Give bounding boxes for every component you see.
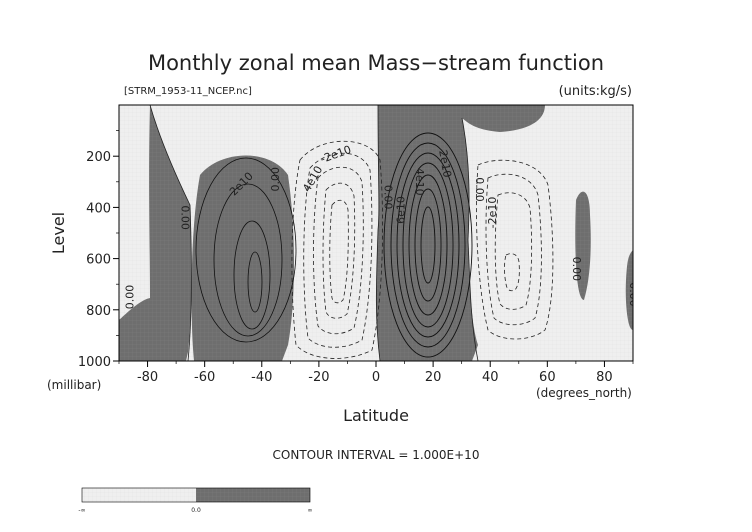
positive-contour <box>402 162 454 328</box>
negative-contours-north <box>476 159 554 340</box>
contour-label: 2e10 <box>436 149 454 179</box>
contour-label: 0.00 <box>473 177 486 202</box>
contour-label: 0.00 <box>381 185 394 210</box>
y-tick-label: 400 <box>86 201 111 216</box>
x-axis: -80 -60 -40 -20 0 20 40 60 80 <box>118 361 634 385</box>
x-tick-label: 80 <box>596 370 613 385</box>
colorbar-frame <box>81 487 311 503</box>
colorbar: -∞ 0.0 ∞ <box>78 487 313 514</box>
negative-contours-south <box>291 141 383 359</box>
y-tick-label: 200 <box>86 150 111 165</box>
y-tick-label: 600 <box>86 253 111 268</box>
y-axis-title: Level <box>49 212 68 254</box>
x-tick-label: -40 <box>251 370 272 385</box>
y-unit-label: (millibar) <box>47 378 101 392</box>
x-tick-label: -20 <box>308 370 329 385</box>
contour-label: 0.00 <box>627 282 640 307</box>
x-tick-label: 60 <box>539 370 556 385</box>
zero-contour <box>461 117 479 361</box>
colorbar-label-max: ∞ <box>308 507 313 514</box>
positive-contour <box>396 152 460 338</box>
x-tick-label: -80 <box>137 370 158 385</box>
positive-region-north-edge <box>625 250 633 330</box>
x-tick-label: -60 <box>194 370 215 385</box>
positive-contour <box>213 183 283 337</box>
y-axis: 200 400 600 800 1000 <box>78 130 119 370</box>
contour-label: 0.00 <box>570 257 583 282</box>
colorbar-label-min: -∞ <box>78 507 85 514</box>
x-tick-label: 20 <box>425 370 442 385</box>
contour-label: 6e10 <box>395 196 408 224</box>
colorbar-positive <box>196 488 310 502</box>
positive-region-south <box>191 155 294 361</box>
colorbar-label-zero: 0.0 <box>191 507 201 514</box>
contour-interval-text: CONTOUR INTERVAL = 1.000E+10 <box>273 448 480 462</box>
chart-title: Monthly zonal mean Mass−stream function <box>148 51 604 75</box>
dataset-label: [STRM_1953-11_NCEP.nc] <box>124 86 252 97</box>
y-tick-label: 800 <box>86 304 111 319</box>
positive-contour <box>408 174 448 316</box>
positive-contour <box>383 132 473 358</box>
colorbar-negative <box>82 488 196 502</box>
contour-label: 4e10 <box>413 168 426 196</box>
x-tick-label: 40 <box>482 370 499 385</box>
units-label: (units:kg/s) <box>559 84 632 99</box>
contour-label: 0.00 <box>179 205 192 230</box>
positive-contour <box>195 157 297 343</box>
positive-contour <box>247 251 263 313</box>
positive-contour <box>420 206 436 284</box>
positive-contour <box>233 220 271 330</box>
contour-label: 0.00 <box>269 167 282 192</box>
positive-region-north-polar <box>575 191 591 300</box>
positive-contour <box>390 142 466 348</box>
positive-contour <box>414 188 442 302</box>
x-axis-title: Latitude <box>343 406 409 425</box>
contour-label: 0.00 <box>123 285 136 310</box>
zero-contour <box>375 105 381 361</box>
x-unit-label: (degrees_north) <box>536 386 632 400</box>
contour-label: -2e10 <box>486 197 499 229</box>
zero-contour <box>149 105 192 361</box>
y-tick-label: 1000 <box>78 355 111 370</box>
x-tick-label: 0 <box>372 370 380 385</box>
